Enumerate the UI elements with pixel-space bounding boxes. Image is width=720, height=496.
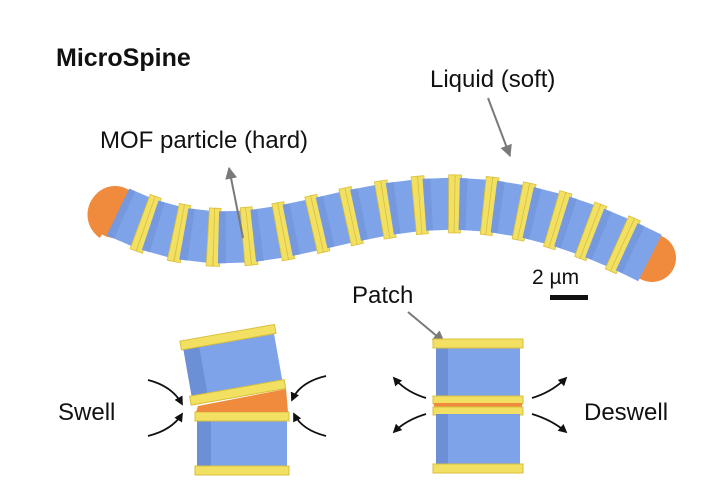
liquid-label: Liquid (soft) — [430, 66, 555, 93]
mof-particle-shade — [422, 178, 433, 231]
patch — [579, 203, 608, 262]
mof-pointer-arrow — [225, 166, 244, 239]
swell-top-patch-top — [179, 323, 277, 351]
scale-bar — [550, 295, 588, 300]
mof-particle-shade — [179, 208, 195, 261]
patch — [548, 191, 573, 251]
patch — [135, 195, 162, 254]
scale-bar-label: 2 µm — [532, 266, 579, 289]
deswell-top-patch-bottom — [432, 395, 524, 405]
swell-bottom-patch-top — [194, 411, 290, 422]
deswell-arrow-right-upper — [531, 376, 568, 399]
mof-particle-shade — [385, 182, 401, 235]
deswell-label: Deswell — [584, 399, 668, 426]
mof-particle-shade — [282, 203, 300, 256]
mof-particle — [585, 208, 630, 267]
deswell-arrow-left-lower — [392, 413, 427, 434]
deswell-bottom-patch-top — [432, 406, 524, 416]
mof-particle — [615, 223, 662, 282]
swell-arrow-left-lower — [147, 412, 183, 437]
deswell-bottom-patch-bottom — [432, 463, 524, 474]
mof-particle-shade — [106, 188, 136, 239]
mof-particle-shade — [250, 209, 264, 262]
mof-particle-shade — [141, 200, 165, 253]
patch — [485, 176, 500, 236]
deswell-top-block — [436, 346, 520, 400]
deswell-top-patch-top — [432, 338, 524, 349]
patch — [609, 217, 641, 275]
mof-particle — [106, 188, 151, 247]
mof-particle — [554, 196, 596, 255]
mof-particle-shade — [585, 208, 612, 260]
swell-arrow-right-lower — [293, 412, 327, 437]
swell-top-block — [182, 330, 283, 398]
mof-particle-shade — [458, 178, 468, 231]
swell-bottom-patch-bottom — [194, 465, 290, 476]
patch-pointer-arrow — [407, 311, 445, 343]
mof-particle-shade — [217, 211, 226, 264]
figure-title: MicroSpine — [56, 44, 191, 72]
swell-label: Swell — [58, 399, 115, 426]
swell-top-patch-bottom — [189, 379, 287, 406]
swell-liquid-wedge — [196, 389, 288, 412]
mof-particle-label: MOF particle (hard) — [100, 127, 308, 154]
mof-particle-shade — [315, 196, 335, 249]
mof-particle-shade — [490, 180, 505, 234]
swell-bottom-block — [197, 418, 287, 468]
deswell-bottom-block — [436, 414, 520, 466]
patch-label: Patch — [352, 282, 413, 309]
microspine-chain — [87, 174, 676, 282]
deswell-arrow-left-upper — [392, 376, 427, 399]
mof-particle-shade — [615, 223, 645, 274]
liquid-pointer-arrow — [487, 97, 512, 158]
mof-particle-shade — [522, 187, 542, 240]
deswell-arrow-right-lower — [531, 413, 568, 434]
deswell-liquid-layer — [434, 403, 522, 408]
swell-arrow-left-upper — [147, 379, 183, 406]
swell-arrow-right-upper — [290, 375, 327, 402]
deswell-illustration — [392, 338, 568, 474]
patch — [277, 201, 296, 261]
mof-particle-shade — [554, 196, 577, 249]
swell-illustration — [147, 323, 327, 476]
patch — [344, 186, 364, 246]
patch — [517, 182, 537, 242]
mof-particle-shade — [350, 188, 368, 241]
